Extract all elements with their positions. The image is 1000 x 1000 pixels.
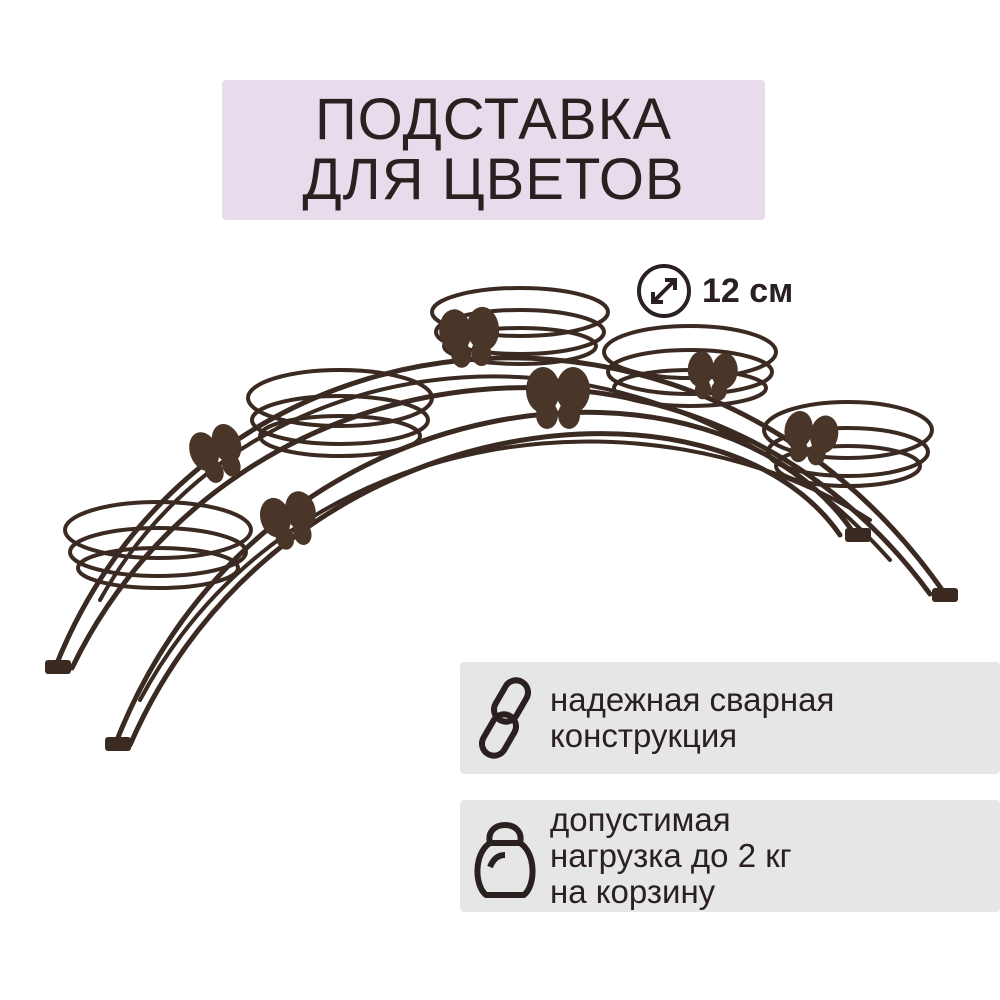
basket-diameter-note: 12 см [636, 262, 793, 320]
title-line-1: ПОДСТАВКА [314, 87, 673, 152]
title-line-2: ДЛЯ ЦВЕТОВ [302, 147, 685, 212]
basket-diameter-value: 12 см [702, 271, 794, 310]
feature-welded-construction: надежная сварная конструкция [460, 662, 1000, 774]
feature-1-line-2: конструкция [550, 717, 738, 754]
chain-link-icon [479, 677, 531, 759]
feature-1-line-1: надежная сварная [550, 681, 835, 718]
diameter-icon [637, 264, 691, 318]
feature-load-capacity: допустимая нагрузка до 2 кг на корзину [460, 800, 1000, 912]
title-banner: ПОДСТАВКА ДЛЯ ЦВЕТОВ [222, 80, 765, 220]
feature-2-line-2: нагрузка до 2 кг [550, 837, 792, 874]
kettlebell-icon [474, 822, 536, 898]
feature-2-line-1: допустимая [550, 801, 731, 838]
feature-2-line-3: на корзину [550, 873, 716, 910]
